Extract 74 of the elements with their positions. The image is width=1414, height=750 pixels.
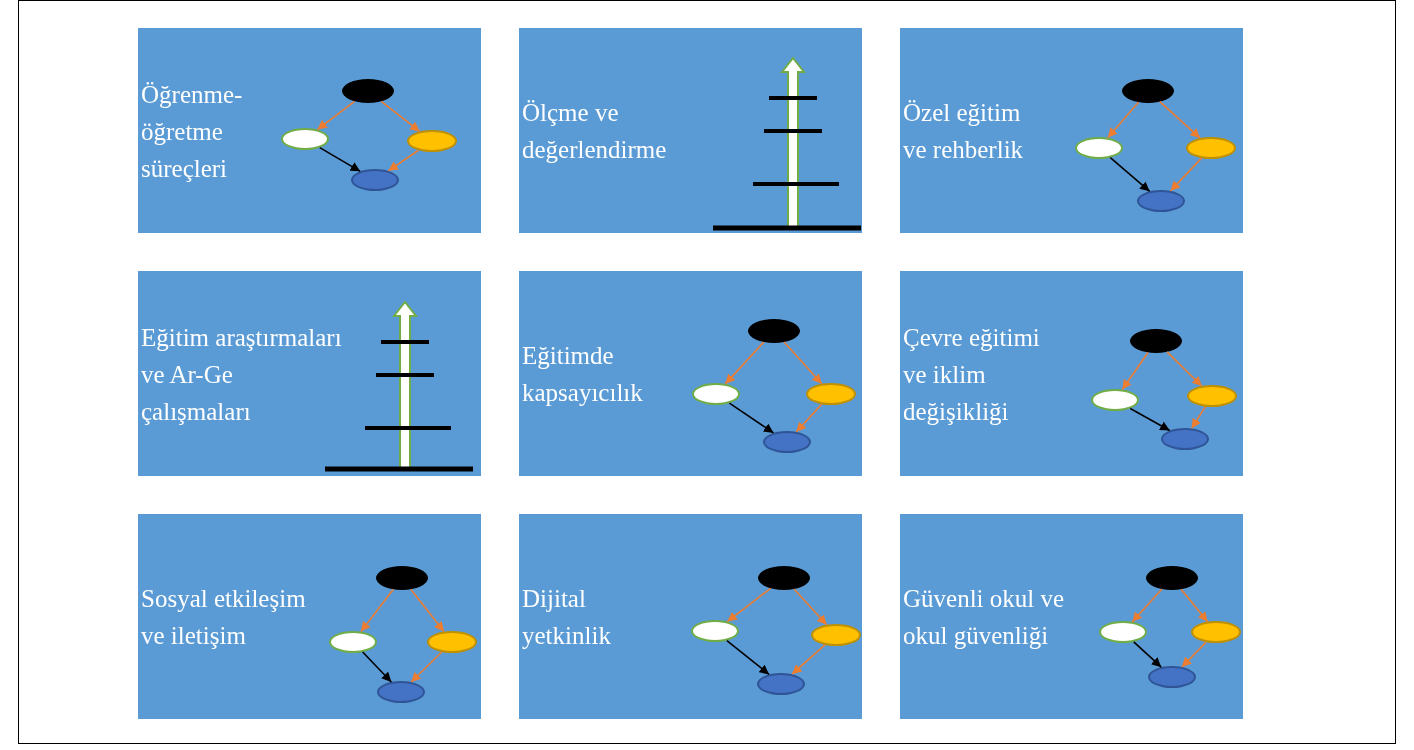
topic-panel [138,271,481,476]
ellipse-node [1148,666,1196,688]
arrow [795,403,823,433]
ellipse-node [427,631,477,653]
ellipse-node [281,128,329,150]
topic-panel [138,514,481,719]
ellipse-node [1146,566,1198,590]
panel-title: Güvenli okul ve okul güvenliği [903,583,1066,651]
ellipse-node [691,620,739,642]
arrow [1190,405,1207,430]
arrow [1181,641,1207,668]
panel-title: Dijital yetkinlik [522,583,612,651]
panel-title: Eğitimde kapsayıcılık [522,340,644,408]
ellipse-node [1122,79,1174,103]
topic-panel [519,28,862,233]
arrow [319,146,361,173]
ellipse-node [757,673,805,695]
ellipse-node [342,79,394,103]
ellipse-node [1130,329,1182,353]
ellipse-node [811,624,861,646]
topic-panel [519,271,862,476]
topic-panel [519,514,862,719]
arrow [1180,588,1209,623]
arrow [1107,101,1140,139]
topic-panel [138,28,481,233]
ellipse-node [377,681,425,703]
panel-title: Çevre eğitimi ve iklim değişikliği [903,322,1041,427]
arrow [783,341,823,385]
arrow [360,588,395,633]
ellipse-node [376,566,428,590]
arrow [726,587,772,623]
arrow [1129,407,1171,432]
panel-title: Sosyal etkileşim ve iletişim [141,583,307,651]
ellipse-node [1075,137,1123,159]
arrow [793,588,828,626]
arrow [1121,351,1149,391]
ellipse-node [1187,385,1237,407]
ellipse-node [1161,428,1209,450]
arrow [380,100,421,133]
ellipse-node [1186,137,1236,159]
panel-title: Özel eğitim ve rehberlik [903,97,1025,165]
ellipse-node [806,383,856,405]
ellipse-node [692,383,740,405]
ellipse-node [748,319,800,343]
ellipse-node [763,431,811,453]
panel-title: Öğrenme-öğretme süreçleri [141,79,244,184]
arrow [387,149,420,172]
ellipse-node [1191,621,1241,643]
arrow [1159,100,1201,139]
ellipse-node [1099,621,1147,643]
arrow [316,100,356,131]
panel-title: Eğitim araştırmaları ve Ar-Ge çalışmaları [141,322,343,427]
ellipse-node [1137,190,1185,212]
topic-panel [900,271,1243,476]
arrow [791,644,826,675]
panel-title: Ölçme ve değerlendirme [522,97,668,165]
arrow [726,639,770,676]
arrow [1132,641,1163,668]
ellipse-node [1091,389,1139,411]
arrow [1166,351,1203,387]
topic-panel [900,514,1243,719]
ellipse-node [407,130,457,152]
arrow [410,588,445,633]
arrow [1169,157,1203,192]
arrow [410,651,443,683]
ellipse-node [758,566,810,590]
arrow [361,651,393,683]
ellipse-node [329,631,377,653]
ellipse-node [351,169,399,191]
arrow [1131,588,1163,623]
arrow [724,341,765,385]
topic-panel [900,28,1243,233]
arrow [1109,156,1151,193]
arrow [728,402,775,434]
